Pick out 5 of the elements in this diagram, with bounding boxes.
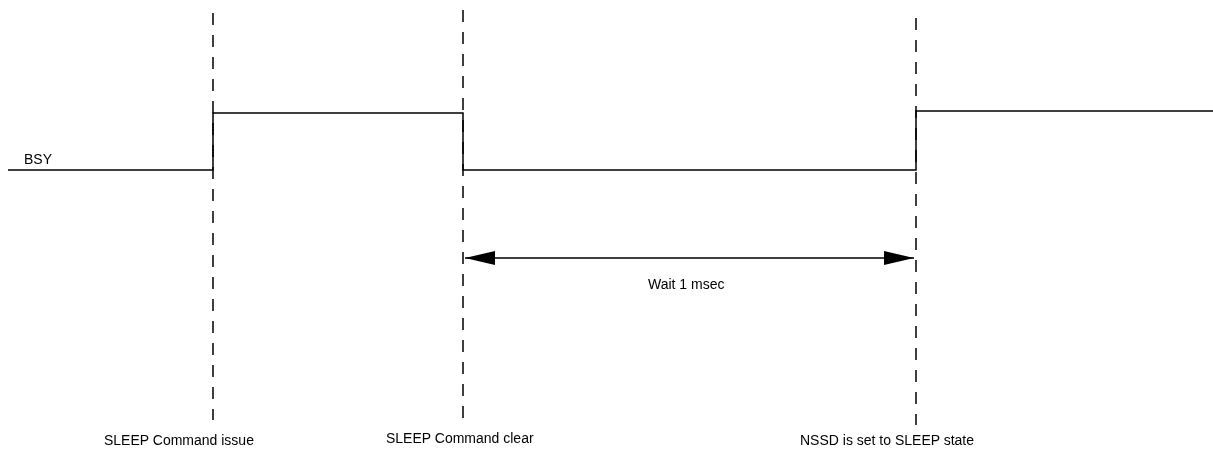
event-label: SLEEP Command issue [104, 432, 254, 448]
signal-name: BSY [24, 151, 52, 167]
timing-label: Wait 1 msec [648, 276, 725, 292]
event-label: SLEEP Command clear [386, 430, 534, 446]
event-label: NSSD is set to SLEEP state [800, 432, 975, 448]
